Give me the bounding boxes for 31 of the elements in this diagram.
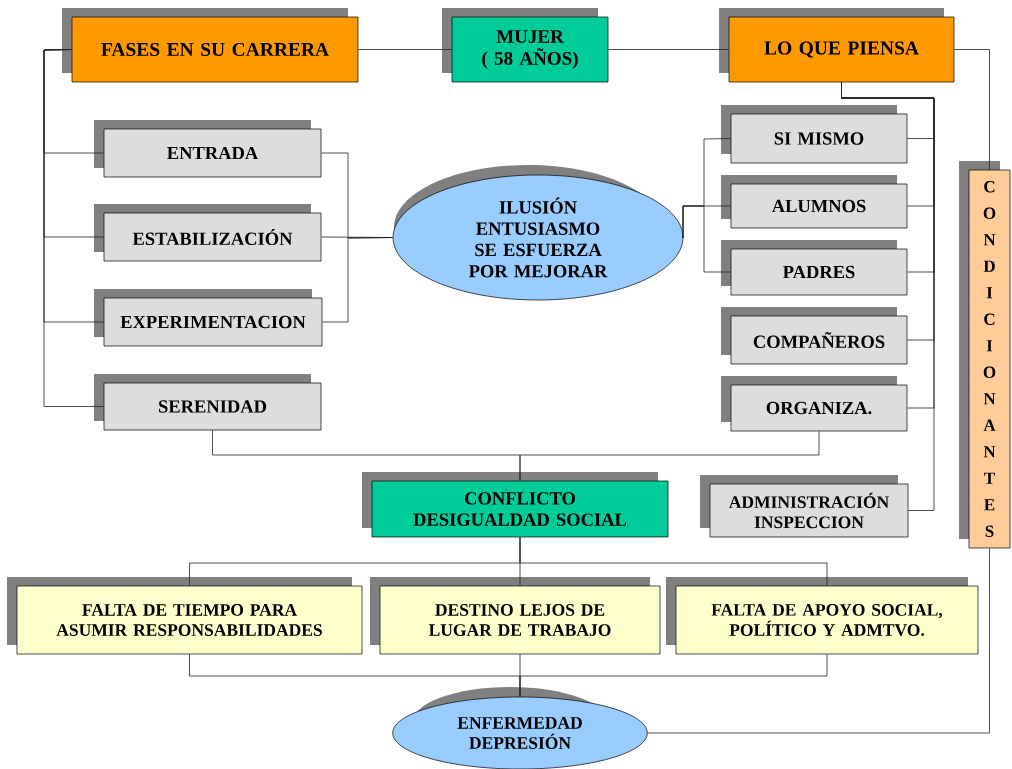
item-box: EXPERIMENTACION (94, 289, 323, 347)
connector-line (953, 49, 990, 171)
item-box: ENTRADA (94, 120, 322, 178)
factor-box: DESTINO LEJOS DE LUGAR DE TRABAJO (370, 577, 661, 655)
connector-line (519, 536, 828, 587)
item-box: SI MISMO (721, 105, 908, 164)
item-box: COMPAÑEROS (721, 307, 908, 365)
connector-line (519, 653, 828, 698)
oval: ENFERMEDAD DEPRESIÓN (392, 687, 648, 769)
connector-line (519, 430, 820, 482)
topic-box: MUJER ( 58 AÑOS) (442, 8, 609, 83)
item-box: ADMINISTRACIÓN INSPECCION (700, 475, 909, 538)
topic-box: CONFLICTO DESIGUALDAD SOCIAL (362, 472, 669, 538)
connector-line (321, 237, 394, 323)
connector-line (841, 81, 935, 511)
factor-box: FALTA DE APOYO SOCIAL, POLÍTICO Y ADMTVO. (666, 577, 979, 655)
heading-box: LO QUE PIENSA (719, 8, 955, 83)
oval: ILUSIÓN ENTUSIASMO SE ESFUERZA POR MEJORAR (392, 165, 684, 301)
connector-line (43, 49, 105, 407)
connector-line (357, 49, 453, 50)
factor-box: FALTA DE TIEMPO PARA ASUMIR RESPONSABILIDADES (7, 577, 363, 655)
item-box: ALUMNOS (721, 175, 908, 229)
item-box: ORGANIZA. (721, 376, 908, 432)
connector-line (607, 49, 730, 50)
connector-line (682, 205, 732, 273)
item-box: ESTABILIZACIÓN (94, 204, 322, 262)
connector-line (647, 547, 990, 734)
item-box: SERENIDAD (94, 374, 322, 431)
heading-box: FASES EN SU CARRERA (62, 8, 359, 83)
item-box: PADRES (721, 240, 908, 296)
vertical-label-box: CONDICIONANTES (959, 161, 1011, 549)
